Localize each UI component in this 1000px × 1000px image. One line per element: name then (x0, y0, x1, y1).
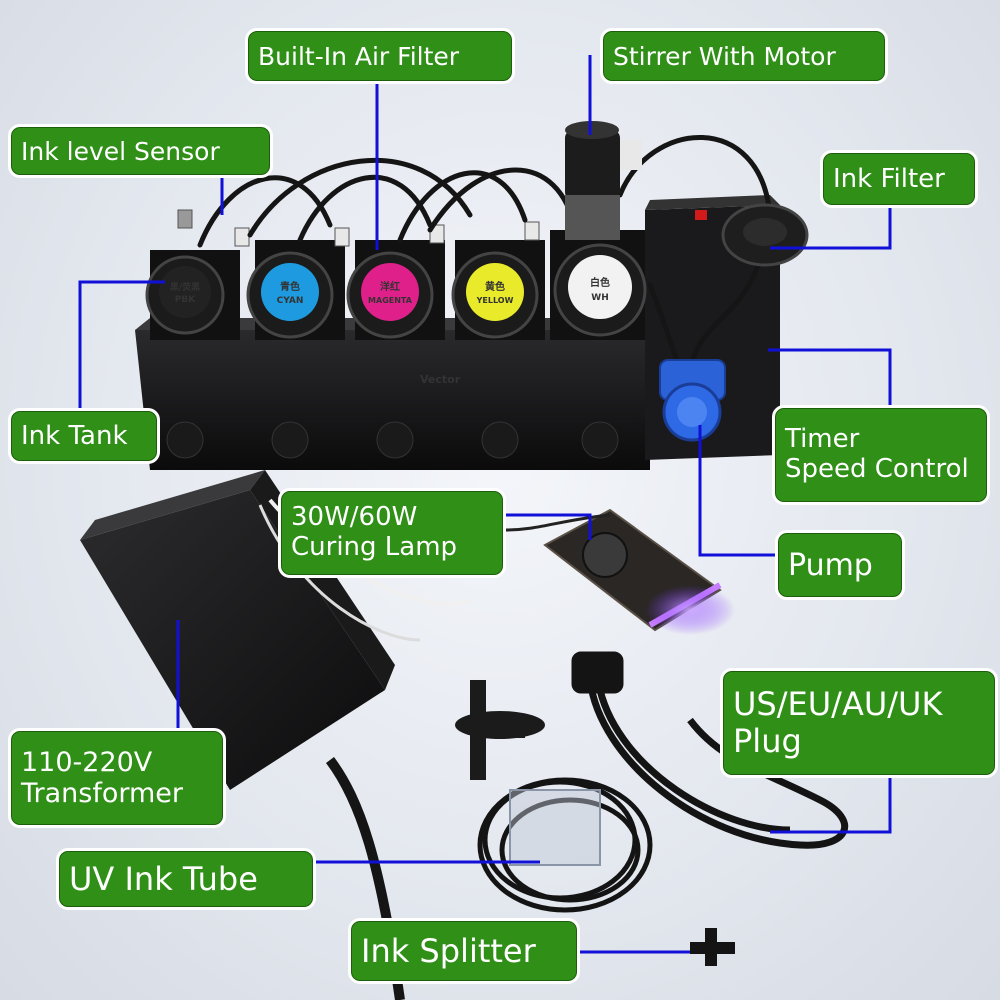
callout-pump-text: Pump (788, 547, 873, 583)
callout-ink-splitter: Ink Splitter (348, 918, 580, 984)
cap-magenta-en: MAGENTA (368, 296, 413, 305)
uv-ink-tube-coil (477, 777, 653, 913)
stirrer-motor (565, 121, 642, 240)
callout-transformer-text: Transformer (21, 778, 184, 809)
callout-stirrer-with-motor-text: Stirrer With Motor (613, 41, 836, 71)
callout-transformer: 110-220V Transformer (8, 728, 226, 828)
callout-timer-speed-control: Timer Speed Control (772, 405, 990, 505)
cap-pbk-cn: 黑/荧黑 (170, 281, 200, 293)
cap-white-cn: 白色 (590, 276, 610, 289)
callout-ink-splitter-text: Ink Splitter (361, 932, 536, 970)
callout-built-in-air-filter-text: Built-In Air Filter (258, 41, 460, 71)
callout-plug-text: Plug (733, 722, 802, 760)
callout-ink-filter-text: Ink Filter (833, 164, 945, 194)
cap-cyan-cn: 青色 (280, 280, 300, 293)
cap-cyan-en: CYAN (277, 296, 304, 306)
cap-pbk-en: PBK (175, 295, 196, 305)
callout-ink-level-sensor-text: Ink level Sensor (21, 136, 220, 166)
cap-white-en: WH (591, 293, 608, 303)
callout-curing-lamp-text: Curing Lamp (291, 532, 458, 562)
cap-yellow-cn: 黄色 (485, 280, 505, 293)
cap-magenta-cn: 洋红 (380, 280, 400, 293)
callout-uv-ink-tube: UV Ink Tube (56, 848, 316, 910)
callout-plug: US/EU/AU/UK Plug (720, 668, 998, 778)
ink-splitter (690, 928, 735, 966)
power-supply (80, 470, 471, 1000)
callout-ink-tank: Ink Tank (8, 408, 160, 464)
callout-transformer-voltage-text: 110-220V (21, 746, 153, 778)
callout-timer-text: Timer (785, 424, 860, 455)
brand-logo: Vector (420, 373, 461, 386)
callout-ink-level-sensor: Ink level Sensor (8, 124, 273, 178)
callout-built-in-air-filter: Built-In Air Filter (245, 28, 515, 84)
sensor-connectors (177, 209, 540, 247)
callout-plug-regions-text: US/EU/AU/UK (733, 685, 943, 724)
callout-ink-filter: Ink Filter (820, 150, 978, 208)
ink-filter (721, 203, 809, 267)
leader-lines (78, 55, 892, 954)
blue-pump (659, 359, 726, 442)
callout-uv-ink-tube-text: UV Ink Tube (69, 860, 258, 898)
damper-fitting (455, 680, 545, 780)
callout-ink-tank-text: Ink Tank (21, 421, 128, 451)
callout-curing-lamp-power-text: 30W/60W (291, 502, 418, 533)
callout-curing-lamp: 30W/60W Curing Lamp (278, 488, 506, 578)
callout-stirrer-with-motor: Stirrer With Motor (600, 28, 888, 84)
bottle-caps: 黑/荧黑 PBK 青色 CYAN 洋红 MAGENTA 黄色 YELLOW 白色… (145, 243, 647, 339)
cap-yellow-en: YELLOW (476, 296, 514, 305)
callout-pump: Pump (775, 530, 905, 600)
callout-speed-control-text: Speed Control (785, 454, 969, 484)
